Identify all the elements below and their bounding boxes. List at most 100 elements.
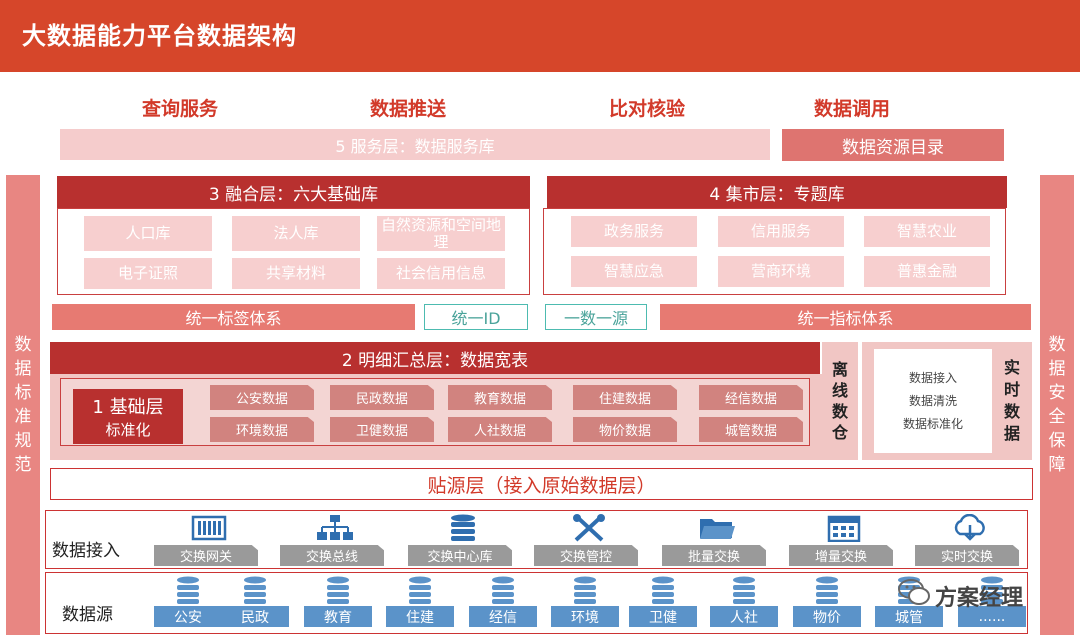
right-bar-char: 全 [1048, 407, 1066, 427]
realtime-char: 数 [1003, 402, 1020, 421]
ingest-item: 批量交换 [662, 514, 766, 566]
ingest-label: 交换中心库 [408, 545, 512, 566]
left-bar-char: 范 [14, 455, 32, 475]
source-label: 人社 [710, 606, 778, 627]
layer3-item: 电子证照 [84, 258, 212, 289]
realtime-step: 数据接入 [908, 370, 957, 385]
base-data-item: 住建数据 [573, 385, 677, 410]
layer3-title: 3 融合层：六大基础库 [57, 176, 530, 208]
layer2-title: 2 明细汇总层：数据宽表 [50, 342, 820, 374]
source-label: 住建 [386, 606, 454, 627]
right-bar-char: 据 [1048, 359, 1066, 379]
folder-icon [700, 519, 735, 539]
source-item: 公安 [154, 576, 222, 630]
source-label: 物价 [793, 606, 861, 627]
ingest-item: 交换管控 [534, 514, 638, 566]
left-bar-char: 准 [14, 407, 32, 427]
offline-warehouse-label: 离 线 数 仓 [822, 342, 858, 460]
source-item: 环境 [551, 576, 619, 630]
source-title: 数据源 [62, 605, 113, 625]
data-security-bar: 数 据 安 全 保 障 [1040, 175, 1074, 635]
ingest-label: 增量交换 [789, 545, 893, 566]
source-label: 城管 [875, 606, 943, 627]
realtime-char: 实 [1003, 358, 1020, 377]
unified-metric-system: 统一指标体系 [660, 304, 1031, 330]
base-data-item: 人社数据 [448, 417, 552, 442]
gateway-icon [191, 515, 227, 541]
layer3-item: 共享材料 [232, 258, 360, 289]
source-item: 住建 [386, 576, 454, 630]
source-label: 环境 [551, 606, 619, 627]
layer3-item: 人口库 [84, 216, 212, 251]
source-item: 人社 [710, 576, 778, 630]
base-data-item: 公安数据 [210, 385, 314, 410]
base-data-item: 环境数据 [210, 417, 314, 442]
database-icon [177, 576, 199, 604]
source-item: 经信 [469, 576, 537, 630]
database-icon [574, 576, 596, 604]
ingest-item: 交换总线 [280, 514, 384, 566]
base-layer-label: 1 基础层 标准化 [73, 389, 183, 444]
service-verify: 比对核验 [608, 97, 685, 120]
source-item: 物价 [793, 576, 861, 630]
cloud-download-icon [954, 514, 985, 541]
layer4-title: 4 集市层：专题库 [547, 176, 1007, 208]
left-bar-char: 数 [14, 335, 32, 355]
right-bar-char: 保 [1048, 431, 1066, 451]
source-item: ...... [958, 576, 1026, 630]
ingest-label: 交换管控 [534, 545, 638, 566]
realtime-steps-box: 数据接入 数据清洗 数据标准化 [874, 349, 992, 453]
layer4-item: 普惠金融 [864, 256, 990, 287]
layer4-item: 信用服务 [718, 216, 844, 247]
base-data-item: 卫健数据 [330, 417, 434, 442]
right-bar-char: 障 [1048, 455, 1066, 475]
layer3-item: 社会信用信息 [377, 258, 505, 289]
unified-id: 统一ID [424, 304, 528, 330]
service-invoke: 数据调用 [813, 97, 890, 120]
left-bar-char: 标 [14, 383, 32, 403]
paste-source-layer: 贴源层（接入原始数据层） [50, 468, 1033, 500]
layer4-item: 营商环境 [718, 256, 844, 287]
left-bar-char: 据 [14, 359, 32, 379]
base-data-item: 物价数据 [573, 417, 677, 442]
one-source: 一数一源 [545, 304, 647, 330]
layer4-item: 智慧农业 [864, 216, 990, 247]
source-label: 民政 [221, 606, 289, 627]
base-layer-title: 1 基础层 [92, 397, 164, 418]
layer4-item: 政务服务 [571, 216, 697, 247]
ingest-title: 数据接入 [52, 541, 120, 561]
data-resource-catalog: 数据资源目录 [782, 129, 1004, 161]
right-bar-char: 安 [1048, 383, 1066, 403]
source-label: 教育 [304, 606, 372, 627]
layer3-item: 自然资源和空间地理 [377, 216, 505, 251]
realtime-step: 数据清洗 [908, 393, 957, 408]
ingest-item: 交换网关 [154, 514, 258, 566]
base-data-item: 经信数据 [699, 385, 803, 410]
source-label: ...... [958, 606, 1026, 627]
source-item: 卫健 [629, 576, 697, 630]
source-item: 民政 [221, 576, 289, 630]
database-icon [409, 576, 431, 604]
tools-icon [573, 514, 605, 542]
source-item: 教育 [304, 576, 372, 630]
base-layer-box [60, 378, 810, 446]
ingest-label: 交换网关 [154, 545, 258, 566]
left-bar-char: 规 [14, 431, 32, 451]
watermark-text: 方案经理 [935, 586, 1024, 611]
realtime-char: 时 [1003, 380, 1020, 399]
source-label: 卫健 [629, 606, 697, 627]
ingest-label: 批量交换 [662, 545, 766, 566]
database-icon [816, 576, 838, 604]
wechat-icon [898, 579, 930, 605]
database-icon [244, 576, 266, 604]
page-title: 大数据能力平台数据架构 [22, 22, 297, 50]
calendar-icon [827, 515, 861, 542]
realtime-data-label: 实 时 数 据 [994, 342, 1030, 460]
database-icon [652, 576, 674, 604]
realtime-step: 数据标准化 [902, 416, 963, 431]
source-label: 公安 [154, 606, 222, 627]
base-layer-subtitle: 标准化 [105, 421, 151, 439]
ingest-item: 交换中心库 [408, 514, 512, 566]
unified-tag-system: 统一标签体系 [52, 304, 415, 330]
ingest-item: 实时交换 [915, 514, 1019, 566]
